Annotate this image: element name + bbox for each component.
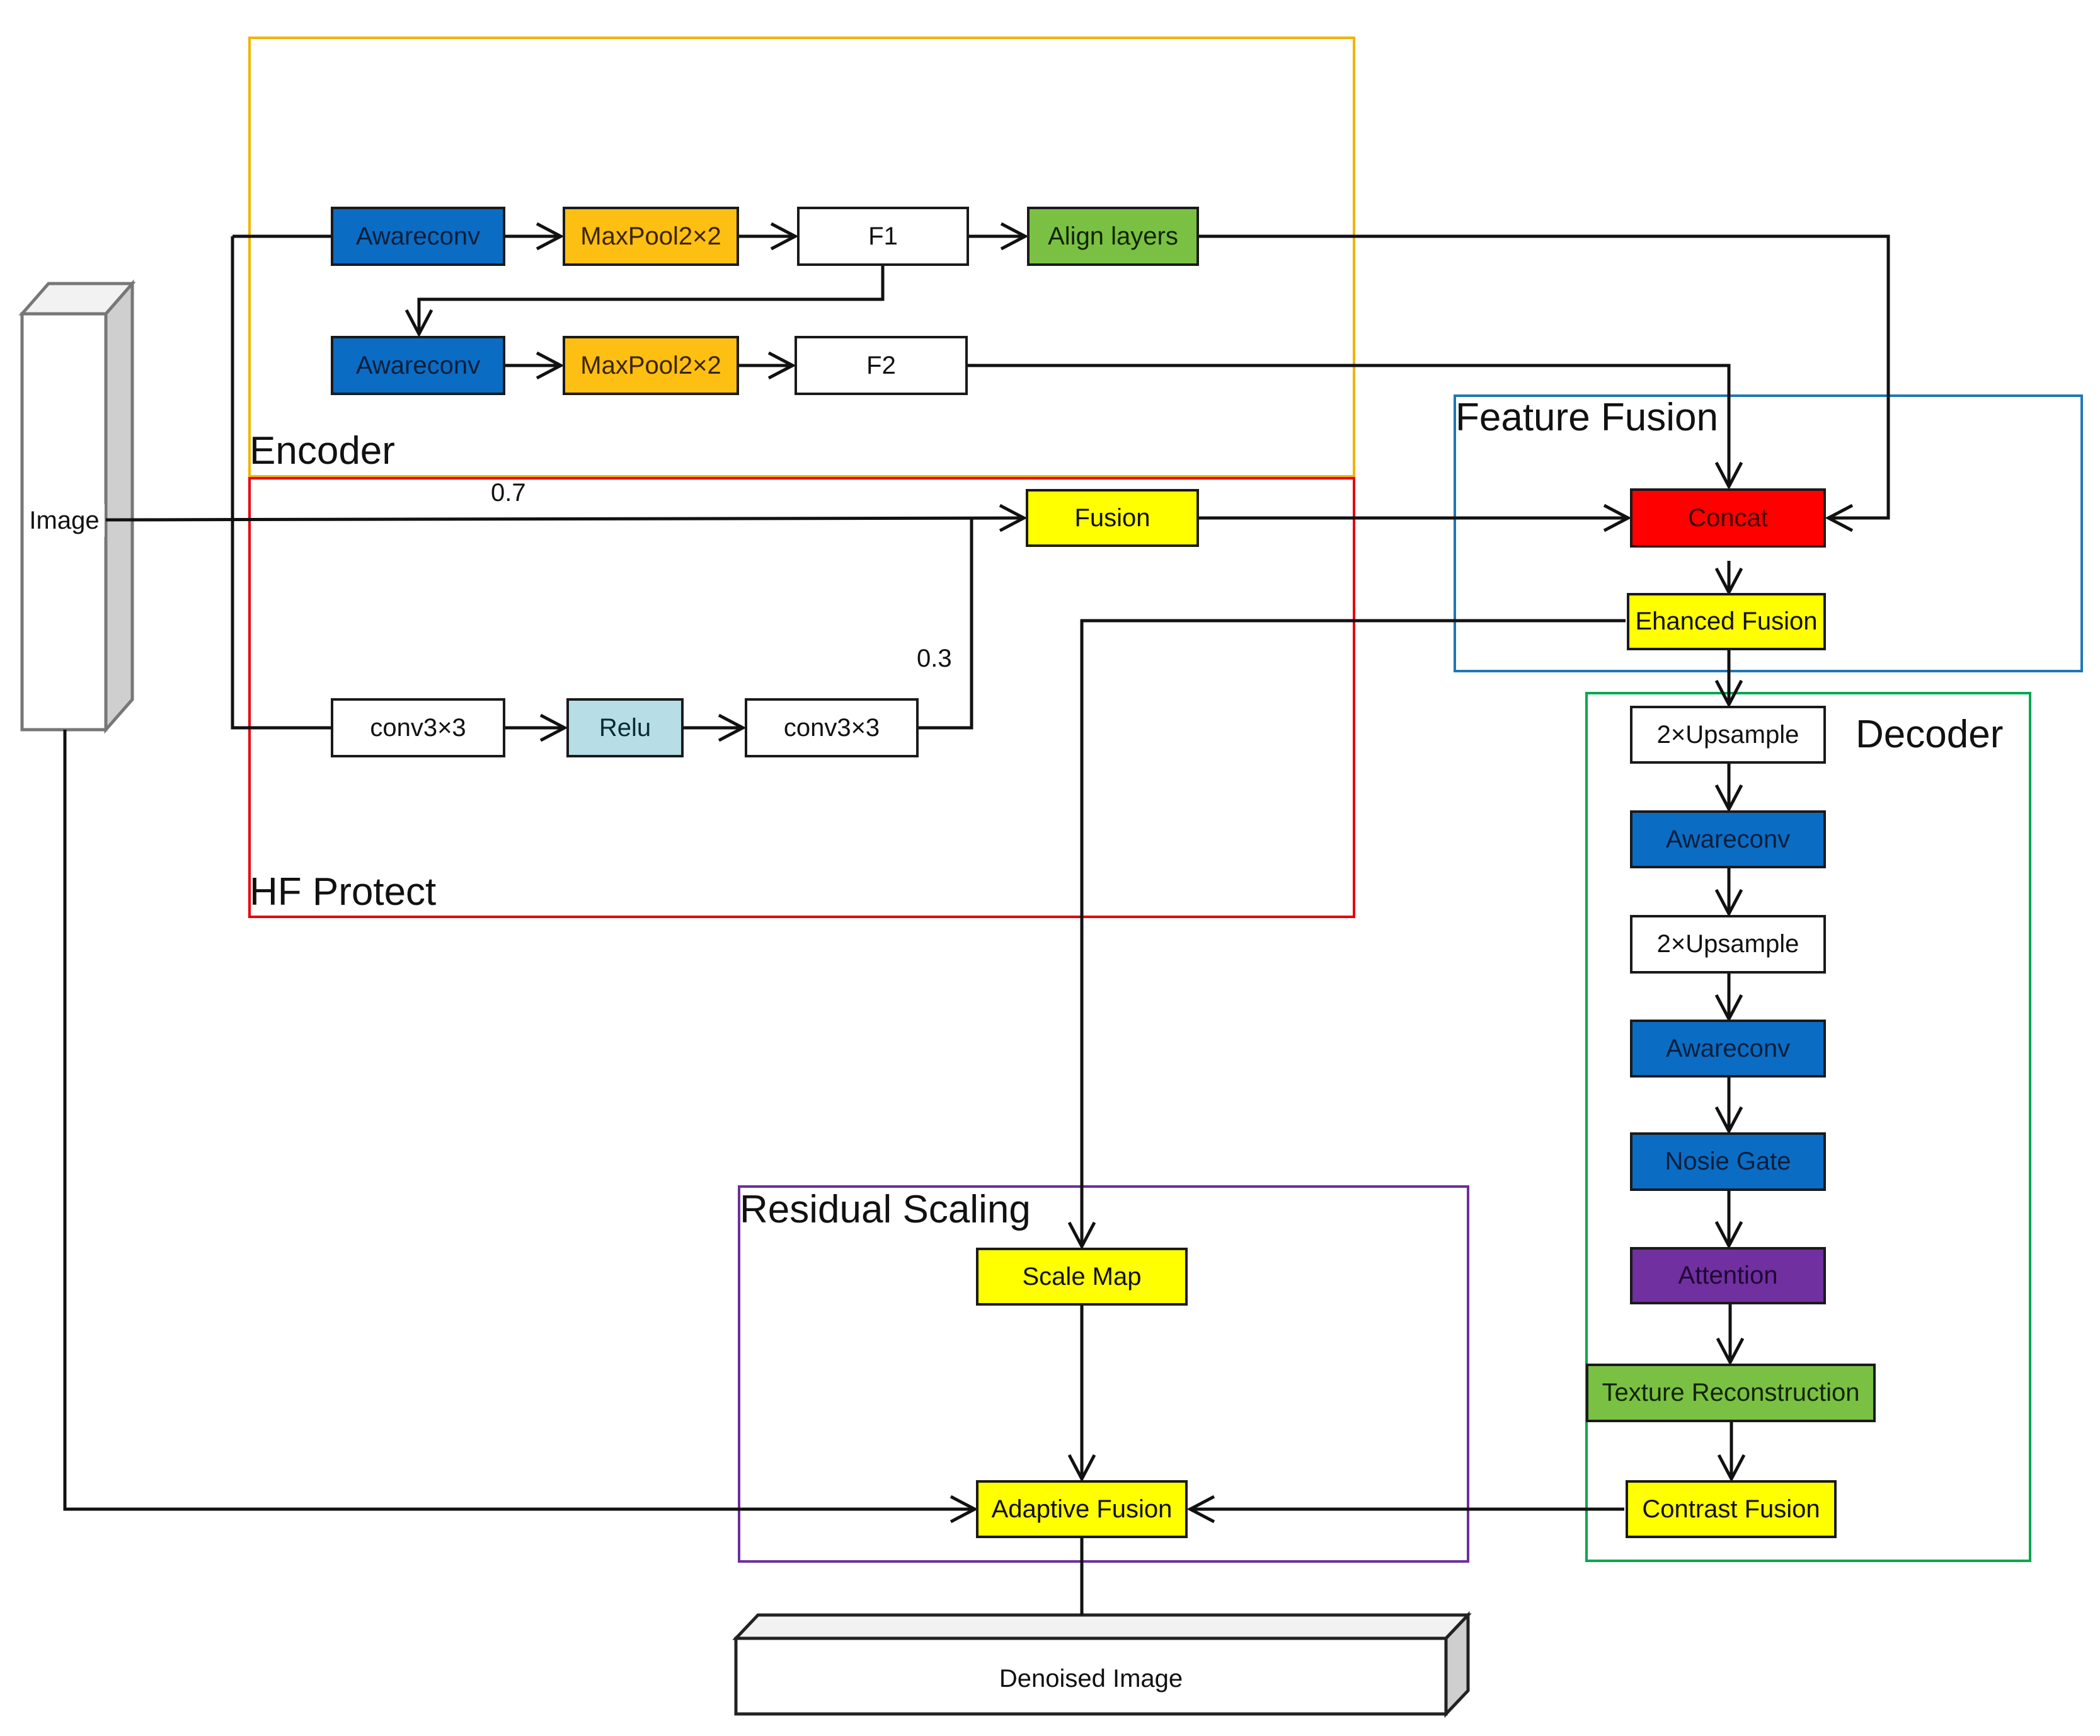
encoder-maxpool-2: MaxPool2×2 — [563, 336, 739, 395]
input-image-side — [104, 279, 134, 734]
hf-protect-frame — [248, 477, 1355, 918]
hf-protect-frame-label: HF Protect — [250, 870, 437, 914]
weight-image: 0.7 — [491, 479, 526, 507]
encoder-frame-label: Encoder — [250, 429, 395, 473]
decoder-upsample-2: 2×Upsample — [1630, 915, 1826, 974]
decoder-frame — [1585, 692, 2031, 1562]
hf-fusion: Fusion — [1026, 489, 1199, 547]
decoder-attention: Attention — [1630, 1247, 1826, 1304]
decoder-awareconv-2: Awareconv — [1630, 1020, 1826, 1078]
enhanced-fusion-block: Ehanced Fusion — [1627, 593, 1826, 650]
adaptive-fusion-block: Adaptive Fusion — [976, 1480, 1188, 1538]
encoder-awareconv-2: Awareconv — [331, 336, 505, 395]
feature-fusion-frame-label: Feature Fusion — [1455, 396, 1718, 439]
decoder-texture-reconstruction: Texture Reconstruction — [1586, 1364, 1876, 1422]
feature-fusion-frame — [1454, 394, 2083, 672]
decoder-awareconv-1: Awareconv — [1630, 810, 1826, 868]
residual-scaling-frame-label: Residual Scaling — [740, 1188, 1031, 1231]
hf-conv-2: conv3×3 — [745, 698, 919, 757]
output-image-label: Denoised Image — [999, 1664, 1183, 1693]
input-image-label: Image — [24, 504, 105, 537]
encoder-frame — [248, 37, 1355, 478]
encoder-align-layers: Align layers — [1027, 207, 1199, 266]
output-image-top — [732, 1613, 1472, 1640]
decoder-upsample-1: 2×Upsample — [1630, 706, 1826, 764]
encoder-f2: F2 — [795, 336, 968, 395]
hf-conv-1: conv3×3 — [331, 698, 505, 757]
decoder-noise-gate: Nosie Gate — [1630, 1132, 1826, 1191]
hf-relu: Relu — [566, 698, 684, 757]
output-image-front — [734, 1636, 1448, 1716]
encoder-f1: F1 — [797, 207, 969, 266]
encoder-maxpool-1: MaxPool2×2 — [563, 207, 739, 266]
concat-block: Concat — [1630, 488, 1826, 548]
weight-hf: 0.3 — [917, 645, 952, 672]
residual-scaling-frame — [738, 1185, 1469, 1563]
scale-map-block: Scale Map — [976, 1248, 1188, 1306]
decoder-contrast-fusion: Contrast Fusion — [1626, 1480, 1837, 1538]
encoder-awareconv-1: Awareconv — [331, 207, 505, 266]
decoder-frame-label: Decoder — [1856, 713, 2004, 756]
